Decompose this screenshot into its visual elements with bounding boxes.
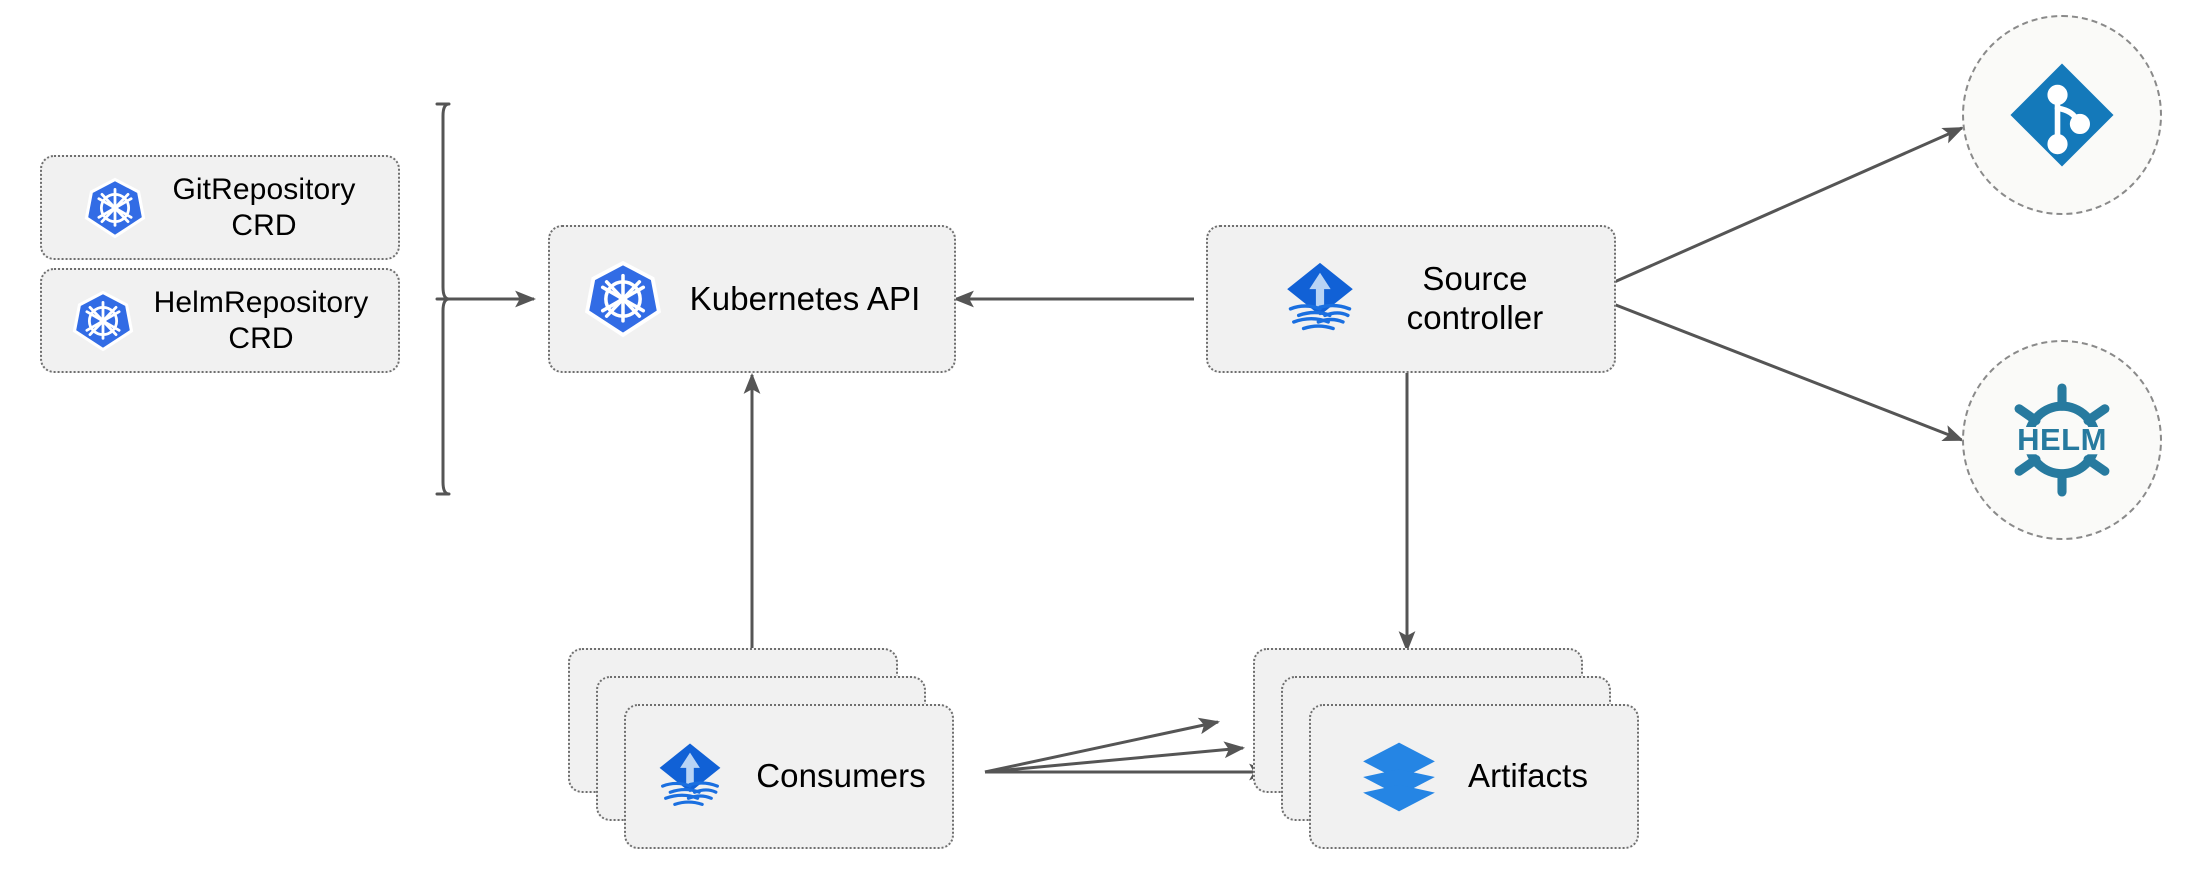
node-label: GitRepository CRD bbox=[172, 173, 356, 242]
node-label: Source controller bbox=[1406, 260, 1544, 336]
node-kubernetes-api[interactable]: Kubernetes API bbox=[548, 225, 956, 373]
node-artifacts[interactable]: Artifacts bbox=[1253, 648, 1653, 856]
node-label: Kubernetes API bbox=[689, 279, 921, 317]
flux-icon bbox=[1279, 258, 1361, 340]
helm-icon: HELM bbox=[1997, 375, 2127, 505]
edge-source-controller-to-git bbox=[1602, 126, 1964, 289]
crd-group-bracket bbox=[435, 102, 451, 496]
kubernetes-icon bbox=[72, 290, 134, 352]
artifacts-layer-front[interactable]: Artifacts bbox=[1309, 704, 1639, 849]
consumers-layer-front[interactable]: Consumers bbox=[624, 704, 954, 849]
flux-icon bbox=[652, 739, 728, 815]
git-icon bbox=[2006, 59, 2118, 171]
node-consumers[interactable]: Consumers bbox=[568, 648, 968, 856]
helm-wordmark: HELM bbox=[2017, 422, 2107, 457]
node-gitrepository-crd[interactable]: GitRepository CRD bbox=[40, 155, 400, 260]
node-label: HelmRepository CRD bbox=[153, 286, 369, 355]
node-label: Consumers bbox=[756, 757, 926, 795]
kubernetes-icon bbox=[584, 260, 662, 338]
edge-source-controller-to-helm bbox=[1602, 298, 1964, 442]
layers-icon bbox=[1360, 738, 1438, 816]
external-helm-repository[interactable]: HELM bbox=[1962, 340, 2162, 540]
external-git-repository[interactable] bbox=[1962, 15, 2162, 215]
edge-consumers-to-artifacts-mid bbox=[984, 741, 1246, 774]
kubernetes-icon bbox=[84, 177, 146, 239]
edge-consumers-to-artifacts-top bbox=[984, 717, 1221, 774]
node-label: Artifacts bbox=[1467, 757, 1589, 795]
node-source-controller[interactable]: Source controller bbox=[1206, 225, 1616, 373]
node-helmrepository-crd[interactable]: HelmRepository CRD bbox=[40, 268, 400, 373]
